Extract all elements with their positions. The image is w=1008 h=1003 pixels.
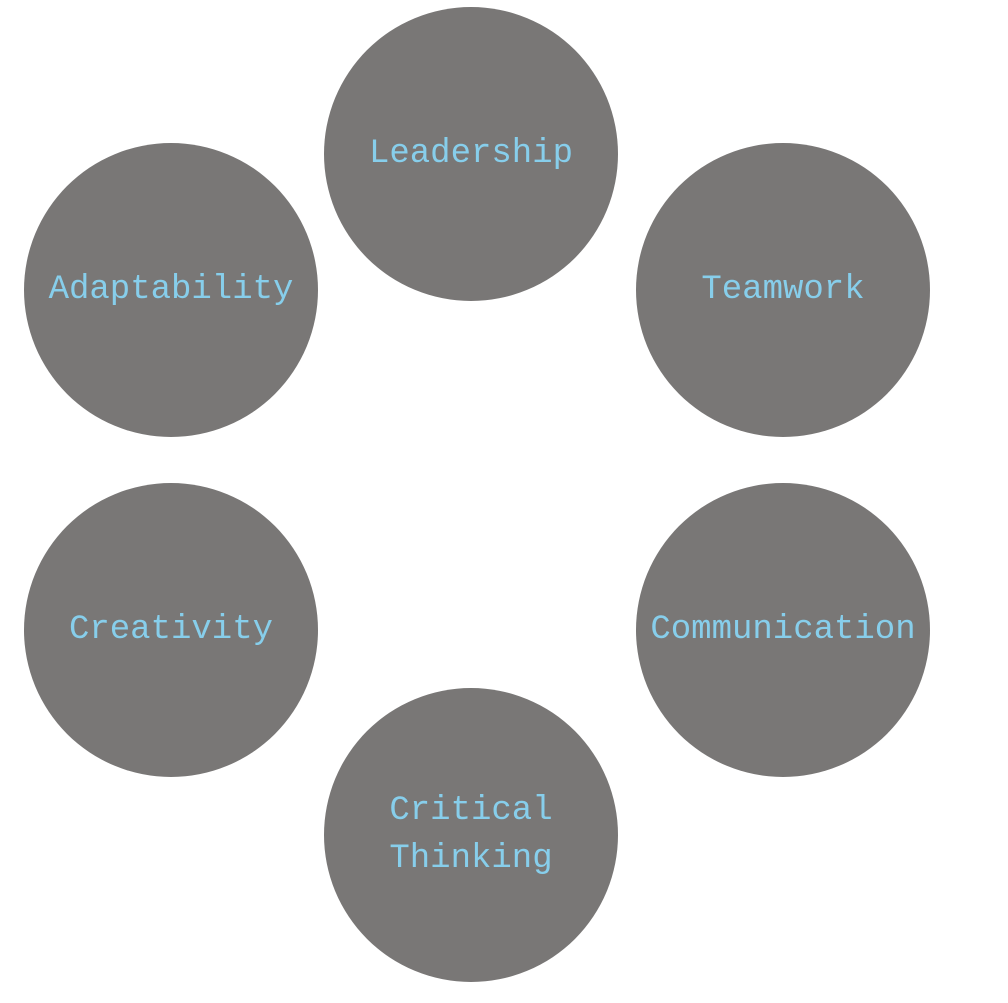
skill-label-communication: Communication [650, 611, 916, 649]
skill-label-critical-thinking: Critical Thinking [389, 792, 553, 878]
skill-label-leadership: Leadership [368, 135, 574, 173]
skill-circle-critical-thinking: Critical Thinking [324, 688, 618, 982]
skill-circle-teamwork: Teamwork [636, 143, 930, 437]
skill-circle-creativity: Creativity [24, 483, 318, 777]
skill-label-creativity: Creativity [68, 611, 274, 649]
skill-circle-adaptability: Adaptability [24, 143, 318, 437]
skill-label-teamwork: Teamwork [701, 271, 865, 309]
skill-label-adaptability: Adaptability [48, 271, 294, 309]
skill-circle-communication: Communication [636, 483, 930, 777]
skill-circle-leadership: Leadership [324, 7, 618, 301]
